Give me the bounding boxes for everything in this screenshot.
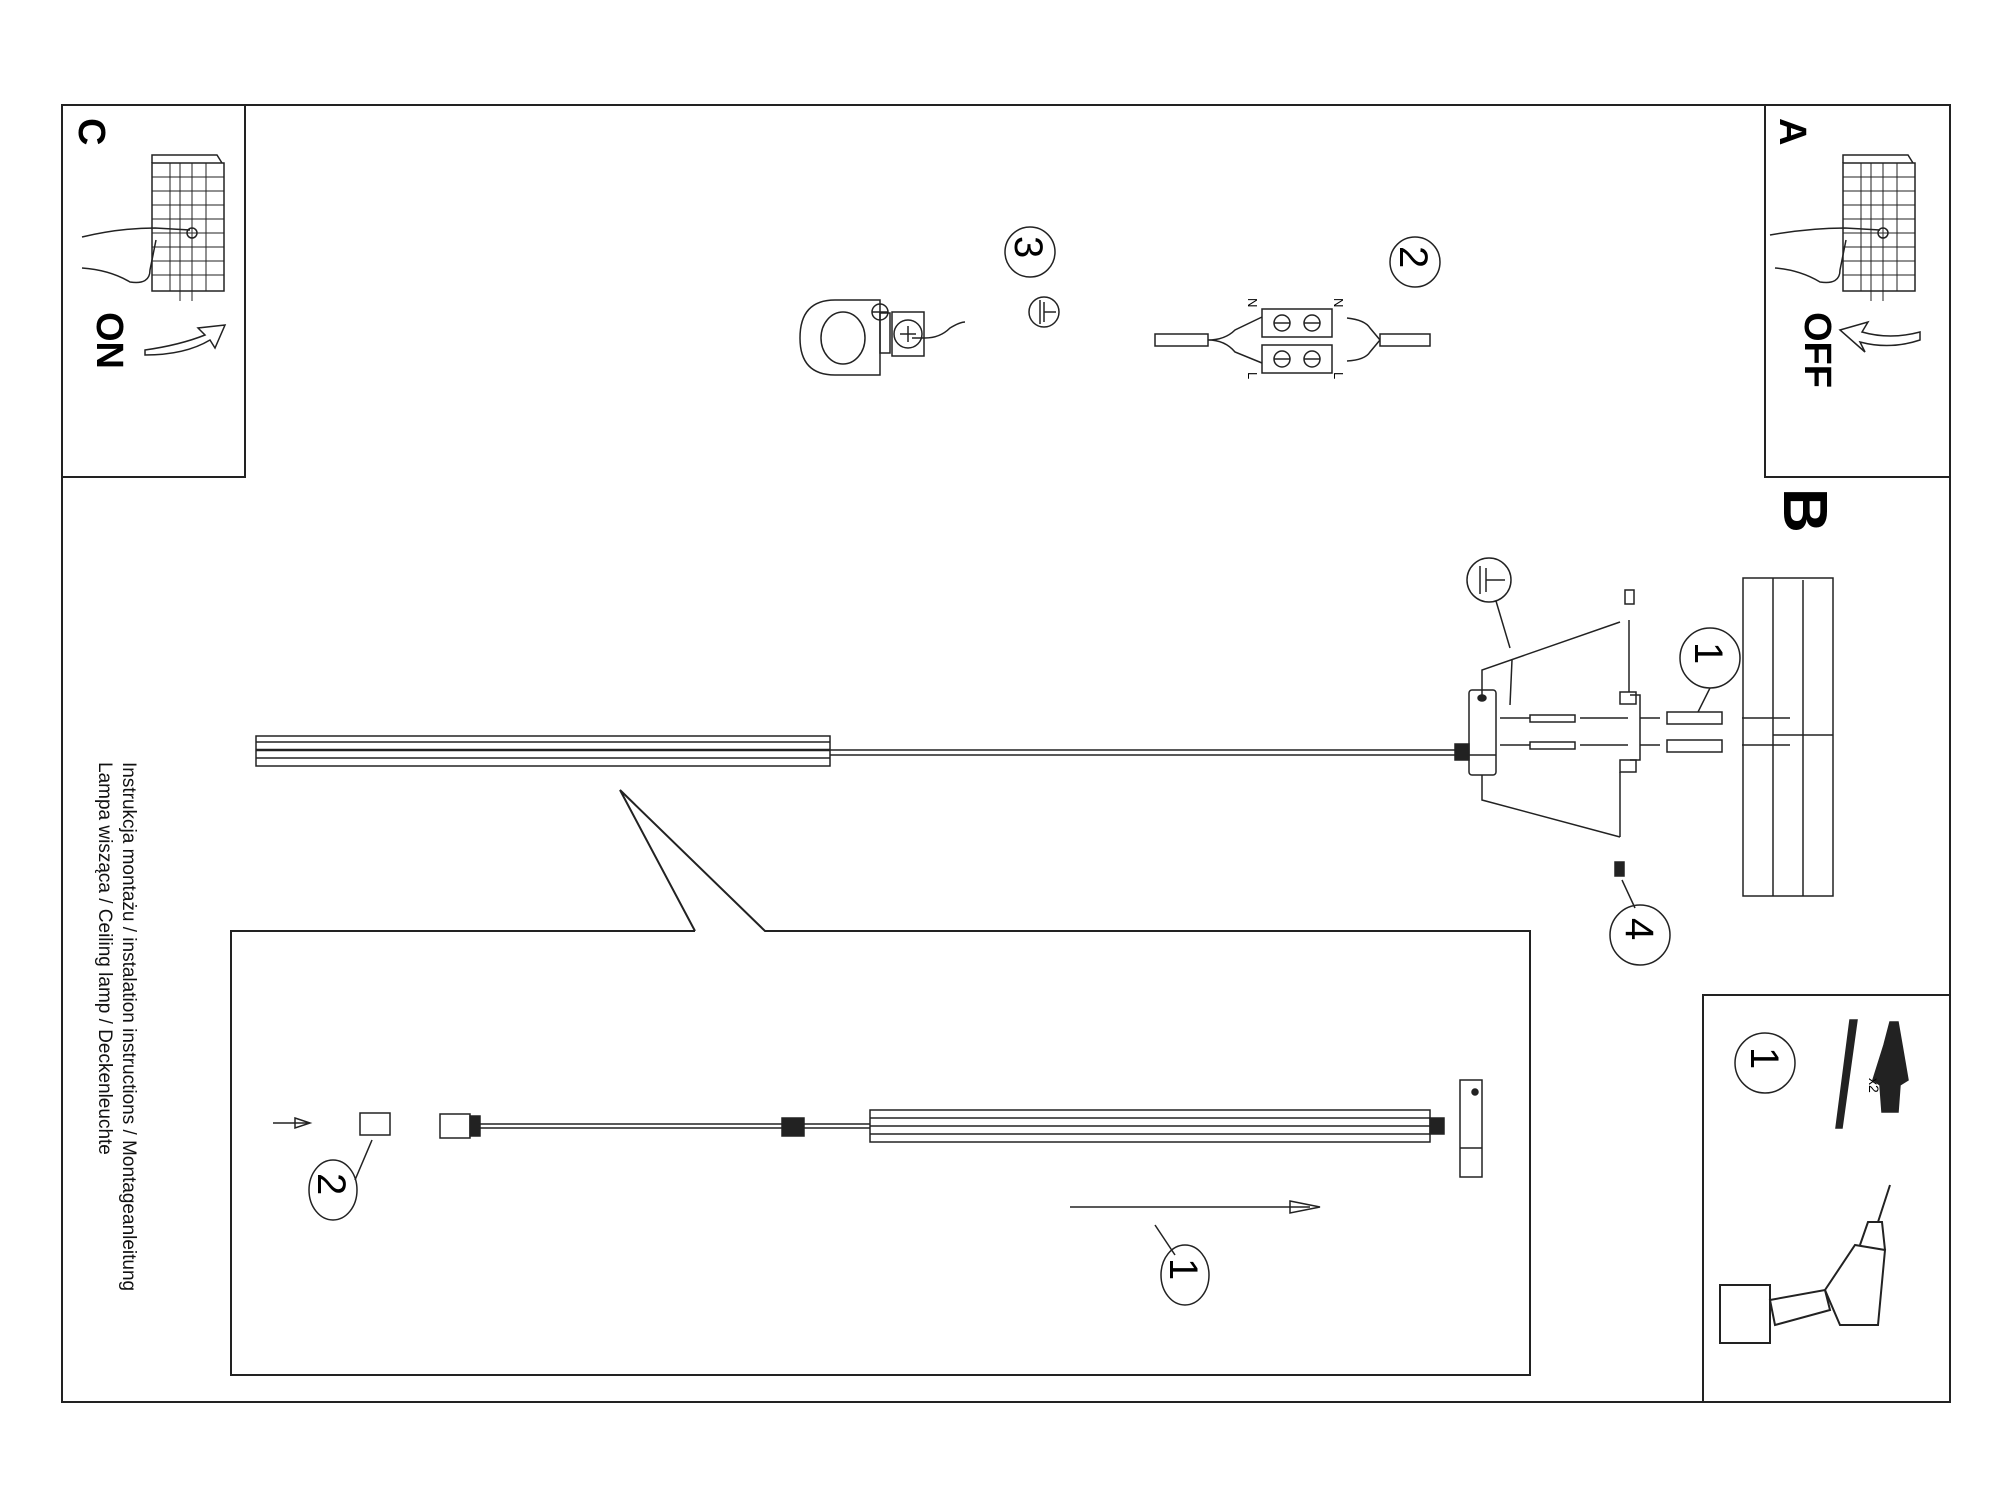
step-3-number: 3 — [1006, 236, 1050, 259]
mount-step-4-number: 4 — [1617, 918, 1661, 941]
arrow-on-icon — [144, 324, 227, 356]
parts-quantity: x2 — [1866, 1078, 1882, 1093]
outer-frame — [61, 104, 1951, 1403]
ground-icon-small — [1028, 296, 1060, 328]
mount-step-1-number: 1 — [1686, 642, 1730, 665]
parts-step-1-circle — [1734, 1032, 1796, 1094]
mounting-hardware-illustration — [1500, 589, 1790, 909]
screw-and-anchor-icon — [1835, 1019, 1909, 1129]
inset-step-1-number: 1 — [1161, 1258, 1205, 1281]
pendant-lamp-illustration — [255, 735, 1470, 767]
panel-b-letter: B — [1770, 488, 1839, 533]
breaker-panel-illustration-a — [1842, 154, 1916, 301]
arrow-off-icon — [1838, 320, 1921, 353]
inset-step-2-circle — [308, 1159, 358, 1221]
panel-a-frame — [1764, 104, 1951, 478]
inset-step-2-number: 2 — [309, 1173, 353, 1196]
step-3-circle — [1004, 226, 1056, 278]
parts-step-1-number: 1 — [1742, 1047, 1786, 1070]
terminal-label-l-right: L — [1331, 372, 1346, 380]
panel-c-letter: C — [70, 118, 112, 146]
parts-panel-frame — [1702, 994, 1951, 1403]
step-2-number: 2 — [1391, 246, 1435, 269]
breaker-panel-illustration-c — [151, 154, 225, 301]
ground-terminal-illustration — [799, 299, 966, 376]
panel-a-state-label: OFF — [1796, 312, 1838, 388]
step-2-circle — [1389, 236, 1441, 288]
panel-c-frame — [61, 104, 246, 478]
inset-frame — [230, 789, 1531, 1376]
connector-block-illustration — [1154, 308, 1431, 374]
caption-line-2: Lampa wisząca / Ceiling lamp / Deckenleu… — [94, 762, 115, 1155]
inset-step-1-circle — [1160, 1244, 1210, 1306]
ceiling-illustration — [1742, 577, 1834, 897]
ground-icon-mount — [1466, 557, 1512, 649]
mount-step-1-leader — [1697, 687, 1711, 713]
caption-line-1: Instrukcja montażu / instalation instruc… — [118, 762, 139, 1292]
drill-icon — [1719, 1184, 1891, 1344]
panel-a-letter: A — [1771, 118, 1813, 146]
hand-illustration-c — [81, 227, 191, 284]
terminal-label-n-left: N — [1245, 298, 1260, 308]
mount-step-4-circle — [1609, 904, 1671, 966]
document-caption: Instrukcja montażu / instalation instruc… — [92, 762, 140, 1291]
terminal-label-n-right: N — [1331, 298, 1346, 308]
hand-illustration-a — [1769, 227, 1881, 284]
terminal-label-l-left: L — [1245, 372, 1260, 380]
ceiling-canopy-illustration — [1468, 621, 1621, 838]
panel-c-state-label: ON — [88, 312, 130, 369]
inset-lamp-illustration — [273, 1079, 1483, 1256]
